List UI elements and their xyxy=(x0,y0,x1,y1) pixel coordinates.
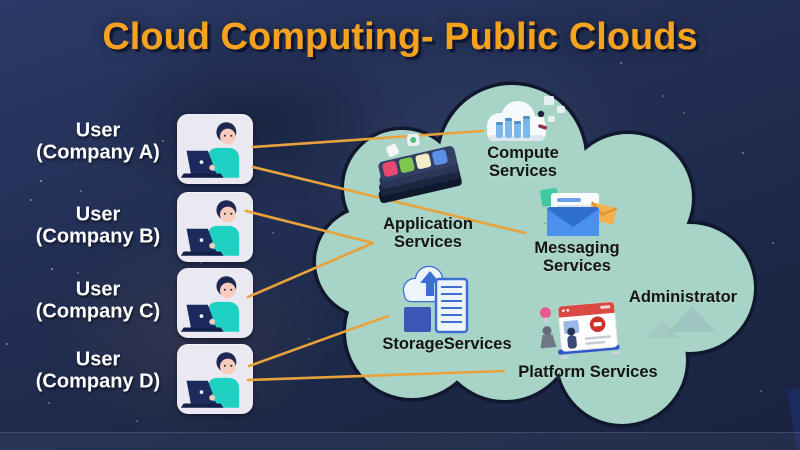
user-label-company-a: User (Company A) xyxy=(8,120,188,165)
service-label-administrator: Administrator xyxy=(628,288,738,307)
person-laptop-icon xyxy=(179,272,251,336)
compute-cloud-icon xyxy=(487,96,565,141)
user-label-line2: (Company D) xyxy=(35,371,161,393)
cloud-upload-server-icon xyxy=(402,265,469,334)
star-dots xyxy=(0,0,2,2)
service-label-storage: StorageServices xyxy=(382,335,512,354)
service-label-line2: Services xyxy=(394,233,462,251)
user-card-company-d xyxy=(177,344,253,414)
bottom-band xyxy=(0,432,800,450)
person-laptop-icon xyxy=(179,196,251,260)
user-label-line1: User xyxy=(75,348,121,371)
app-stack-icon xyxy=(378,133,462,204)
user-card-company-b xyxy=(177,192,253,262)
user-label-line1: User xyxy=(75,203,121,226)
user-label-line2: (Company A) xyxy=(36,142,160,164)
service-label-compute: Compute Services xyxy=(487,144,559,181)
page-title: Cloud Computing- Public Clouds xyxy=(102,16,698,58)
mountain-watermark xyxy=(645,320,679,338)
mail-envelope-icon xyxy=(540,188,618,236)
user-label-line1: User xyxy=(75,119,121,142)
service-label-platform: Platform Services xyxy=(518,363,658,382)
service-label-line1: Application xyxy=(383,215,473,234)
service-label-messaging: Messaging Services xyxy=(534,239,620,276)
connector-user-a-compute xyxy=(251,129,485,149)
person-laptop-icon xyxy=(179,348,251,412)
user-label-company-d: User (Company D) xyxy=(8,349,188,394)
service-label-line2: Services xyxy=(543,257,611,275)
connector-user-d-storage xyxy=(247,314,390,368)
service-label-line2: Services xyxy=(489,162,557,180)
person-laptop-icon xyxy=(179,118,251,182)
service-label-line1: Compute xyxy=(487,144,559,163)
administrator-person-icon xyxy=(757,243,800,450)
connector-user-d-platform xyxy=(246,369,506,382)
user-label-line2: (Company B) xyxy=(35,226,161,248)
connector-user-c-application xyxy=(246,241,375,299)
user-label-company-b: User (Company B) xyxy=(8,204,188,249)
user-label-company-c: User (Company C) xyxy=(8,279,188,324)
user-card-company-a xyxy=(177,114,253,184)
user-label-line1: User xyxy=(75,278,121,301)
user-label-line2: (Company C) xyxy=(35,301,161,323)
connector-user-b-application xyxy=(244,209,375,245)
service-label-line1: Messaging xyxy=(534,239,620,258)
mountain-watermark xyxy=(668,306,716,332)
user-card-company-c xyxy=(177,268,253,338)
service-label-application: Application Services xyxy=(383,215,473,252)
browser-window-icon xyxy=(539,301,621,359)
